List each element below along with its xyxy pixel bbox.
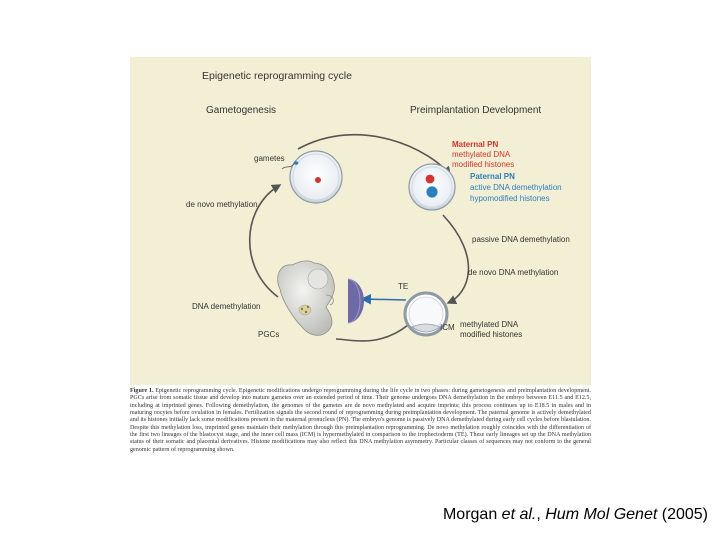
figure-panel: Epigenetic reprogramming cycle Gametogen… — [130, 57, 591, 385]
citation-year: (2005) — [657, 506, 708, 523]
header-gametogenesis: Gametogenesis — [206, 105, 277, 116]
figure-title: Epigenetic reprogramming cycle — [202, 70, 352, 82]
embryo — [277, 260, 335, 336]
label-passive-demethylation: passive DNA demethylation — [472, 235, 570, 244]
header-preimplantation: Preimplantation Development — [410, 105, 542, 116]
label-icm-line2: modified histones — [460, 330, 523, 339]
citation-author: Morgan — [442, 506, 502, 523]
placenta-shape — [347, 278, 364, 324]
cycle-arc-bottom — [335, 324, 409, 342]
inner-cell-mass — [411, 323, 441, 333]
figure-caption: Figure 1. Epigenetic reprogramming cycle… — [130, 388, 591, 454]
zygote — [408, 163, 456, 211]
citation: Morgan et al., Hum Mol Genet (2005) — [443, 506, 708, 524]
label-maternal-pn: Maternal PN — [452, 140, 499, 149]
citation-journal: Hum Mol Genet — [545, 506, 658, 523]
label-gametes: gametes — [254, 154, 285, 163]
oocyte — [289, 150, 343, 204]
pgc-region — [298, 304, 312, 316]
label-icm: ICM — [440, 323, 455, 332]
label-dna-demethylation: DNA demethylation — [192, 302, 261, 311]
label-pgcs: PGCs — [258, 330, 280, 339]
label-maternal-line1: methylated DNA — [452, 150, 511, 159]
te-arrow — [360, 293, 407, 305]
caption-text: Epigenetic reprogramming cycle. Epigenet… — [130, 388, 591, 453]
caption-label: Figure 1. — [130, 388, 154, 394]
citation-etal: et al. — [501, 506, 537, 523]
cycle-diagram — [248, 133, 470, 342]
label-paternal-pn: Paternal PN — [470, 172, 515, 181]
label-de-novo-methylation: de novo methylation — [186, 200, 258, 209]
blastocyst — [403, 291, 449, 337]
label-paternal-line1: active DNA demethylation — [470, 183, 562, 192]
label-de-novo-dna-methylation: de novo DNA methylation — [468, 268, 559, 277]
paternal-pronucleus — [426, 186, 438, 198]
label-te: TE — [398, 282, 409, 291]
cycle-arc-right — [442, 214, 470, 305]
cycle-arc-left — [248, 184, 282, 298]
label-icm-line1: methylated DNA — [460, 320, 519, 329]
label-paternal-line2: hypomodified histones — [470, 194, 550, 203]
citation-sep: , — [536, 506, 546, 523]
maternal-pronucleus — [425, 174, 435, 184]
label-maternal-line2: modified histones — [452, 160, 515, 169]
sperm — [281, 161, 299, 170]
